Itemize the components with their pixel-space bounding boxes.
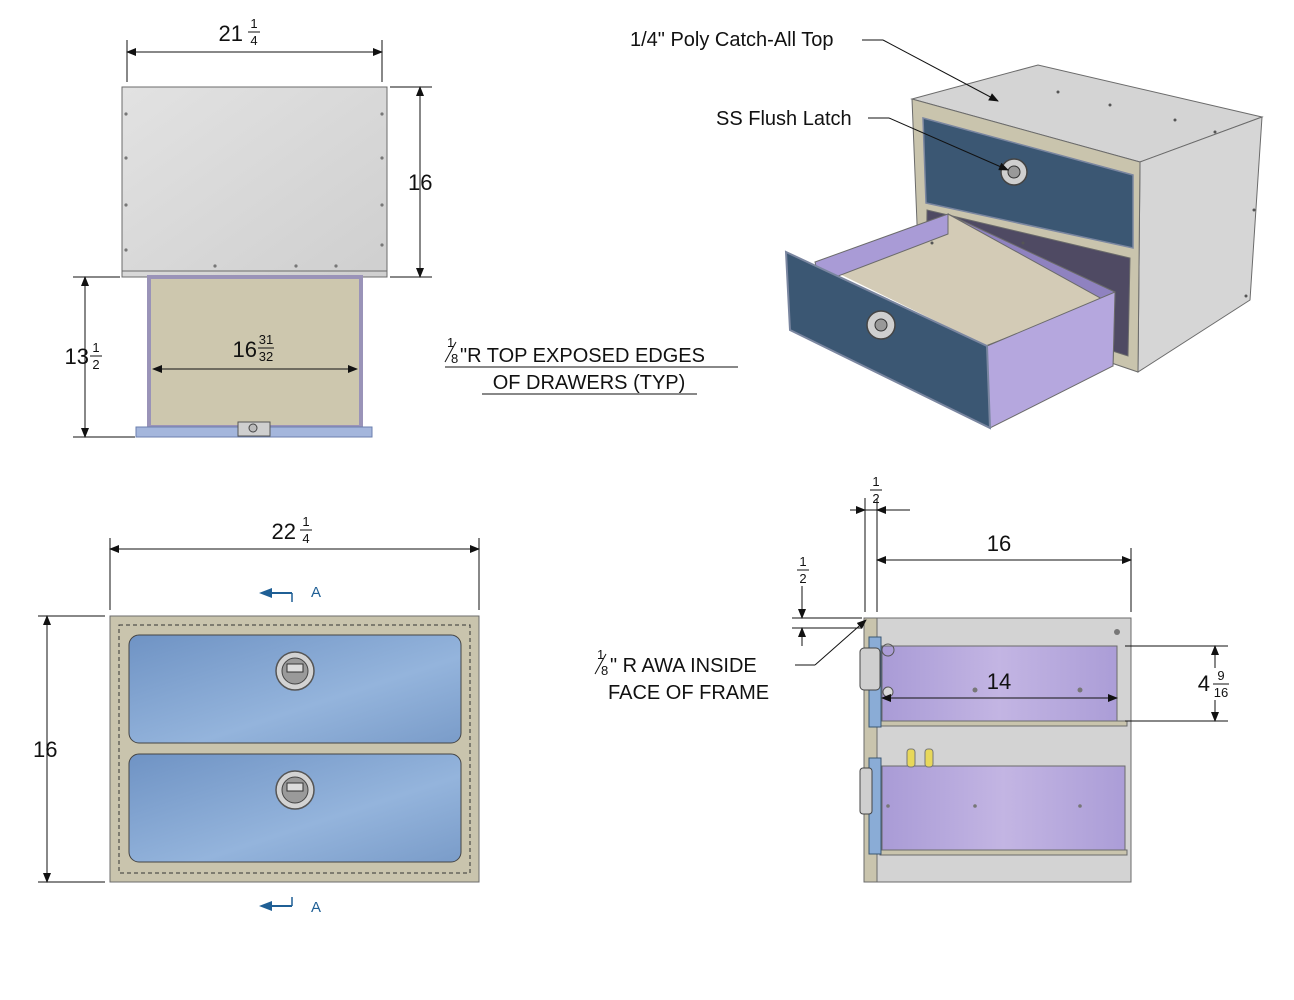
svg-text:16: 16 xyxy=(1214,685,1228,700)
svg-text:16: 16 xyxy=(233,337,257,362)
callout-catch-all-top: 1/4" Poly Catch-All Top xyxy=(630,29,834,51)
isometric-view: 1/4" Poly Catch-All Top SS Flush Latch xyxy=(630,29,1264,430)
svg-text:1: 1 xyxy=(799,554,806,569)
svg-text:4: 4 xyxy=(250,33,257,48)
svg-text:1: 1 xyxy=(92,340,99,355)
svg-text:22: 22 xyxy=(272,519,296,544)
iso-latch-upper xyxy=(1000,158,1028,186)
section-marker-top: A xyxy=(259,584,321,602)
svg-text:8: 8 xyxy=(601,663,608,678)
front-view-latch-upper xyxy=(275,651,315,691)
top-view-drawer-extension-dimension: 13 1 2 xyxy=(65,340,102,372)
svg-text:21: 21 xyxy=(219,21,243,46)
front-view-latch-lower xyxy=(275,770,315,810)
svg-text:" R AWA INSIDE: " R AWA INSIDE xyxy=(610,655,757,677)
svg-text:1: 1 xyxy=(597,647,604,662)
section-view-lower-drawer xyxy=(881,765,1126,851)
top-view-drawer xyxy=(147,275,363,429)
section-view-drawer-height-dimension: 4 9 16 xyxy=(1198,668,1234,700)
section-view-awa-note: 1 8 " R AWA INSIDE FACE OF FRAME xyxy=(594,647,769,704)
top-view-drawer-width-dimension: 16 31 32 xyxy=(233,332,274,364)
front-view: 22 1 4 16 A A xyxy=(33,514,480,916)
section-view-drawer-depth-dimension: 14 xyxy=(987,669,1011,694)
iso-upper-drawer-face xyxy=(922,117,1134,249)
top-view-height-dimension: 16 xyxy=(408,170,432,195)
svg-text:A: A xyxy=(311,899,321,916)
svg-text:1: 1 xyxy=(447,335,454,350)
svg-text:13: 13 xyxy=(65,344,89,369)
svg-text:2: 2 xyxy=(92,357,99,372)
edge-note-line2: OF DRAWERS (TYP) xyxy=(493,372,686,394)
svg-text:A: A xyxy=(311,584,321,601)
front-view-width-dimension: 22 1 4 xyxy=(272,514,312,546)
section-view-inset-dimension: 1 2 xyxy=(797,554,809,586)
iso-lower-drawer-face xyxy=(784,250,992,430)
callout-flush-latch: SS Flush Latch xyxy=(716,108,852,130)
svg-text:8: 8 xyxy=(451,351,458,366)
edge-note: 1 8 "R TOP EXPOSED EDGES OF DRAWERS (TYP… xyxy=(444,335,738,395)
svg-text:4: 4 xyxy=(1198,671,1210,696)
top-view-case-panel xyxy=(121,86,388,278)
svg-text:1: 1 xyxy=(302,514,309,529)
section-marker-bottom: A xyxy=(259,897,321,916)
svg-text:1: 1 xyxy=(872,474,879,489)
section-view: 1 2 16 1 2 1 8 " R AWA INSIDE FACE OF FR… xyxy=(594,474,1234,883)
iso-latch-lower xyxy=(866,310,896,340)
section-view-upper-drawer xyxy=(881,645,1118,722)
top-view: 21 1 4 16 13 1 2 16 31 32 xyxy=(65,16,432,438)
svg-text:2: 2 xyxy=(872,491,879,506)
svg-text:1: 1 xyxy=(250,16,257,31)
svg-text:9: 9 xyxy=(1217,668,1224,683)
svg-text:32: 32 xyxy=(259,349,273,364)
edge-note-line1: "R TOP EXPOSED EDGES xyxy=(460,345,705,367)
svg-text:31: 31 xyxy=(259,332,273,347)
section-view-frame-thickness-dimension: 1 2 xyxy=(870,474,882,506)
svg-text:2: 2 xyxy=(799,571,806,586)
section-view-depth-dimension: 16 xyxy=(987,531,1011,556)
top-view-screws xyxy=(124,112,384,268)
front-view-height-dimension: 16 xyxy=(33,737,57,762)
section-view-latch-lower xyxy=(859,748,934,815)
svg-text:4: 4 xyxy=(302,531,309,546)
top-view-width-dimension: 21 1 4 xyxy=(219,16,260,48)
svg-text:FACE OF FRAME: FACE OF FRAME xyxy=(608,682,769,704)
